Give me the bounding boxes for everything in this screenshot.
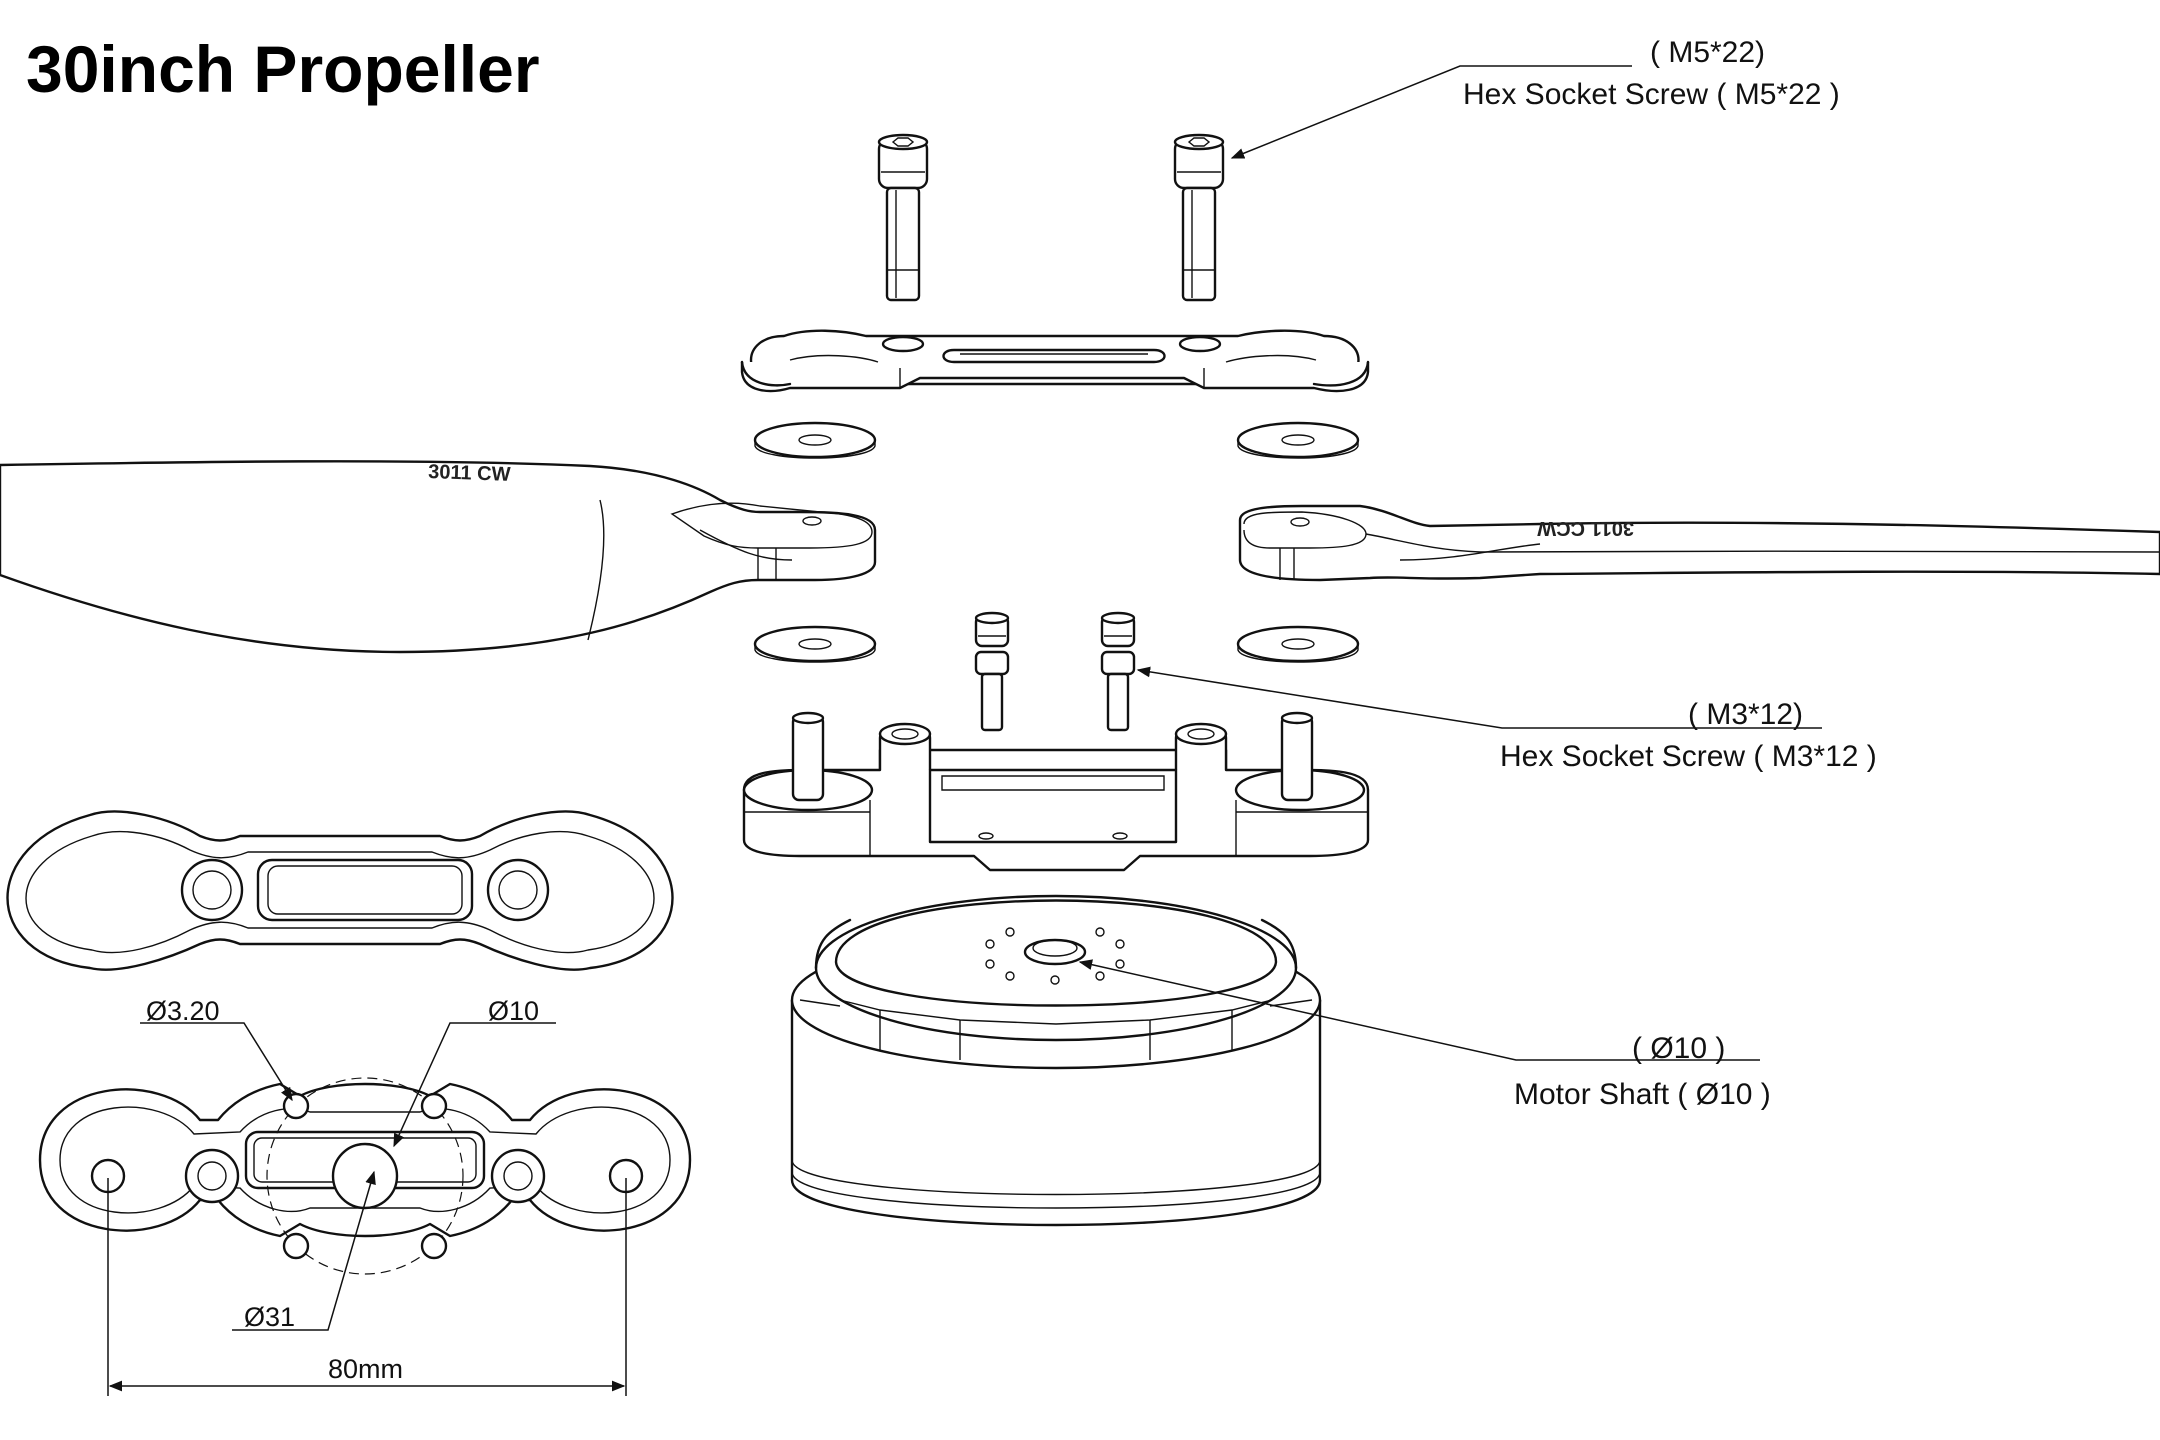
clamp-plate-top-view: [6, 810, 674, 971]
dimension-hole-small: Ø3.20: [140, 996, 293, 1102]
propeller-blade-left: 3011 CW: [0, 460, 877, 654]
blade-stamp-right: 3011 CCW: [1537, 517, 1634, 539]
m5-name-label: Hex Socket Screw ( M5*22 ): [1463, 78, 1840, 111]
dim-hole-small-label: Ø3.20: [146, 996, 220, 1026]
washer-upper-left: [753, 421, 877, 459]
propeller-blade-right: 3011 CCW: [1238, 504, 2160, 582]
hub-base: [742, 711, 1370, 872]
m3-screw-callout: ( M3*12) Hex Socket Screw ( M3*12 ): [1136, 666, 1877, 773]
m3-name-label: Hex Socket Screw ( M3*12 ): [1500, 740, 1877, 773]
m5-screw-right: [1173, 133, 1225, 302]
m5-code-label: ( M5*22): [1650, 36, 1765, 69]
dimension-shaft-hole: Ø10: [393, 996, 556, 1148]
page-title: 30inch Propeller: [26, 32, 540, 106]
dimension-hole-spacing: 80mm: [107, 1178, 627, 1396]
hub-bottom-view: [38, 1077, 692, 1275]
shaft-name-label: Motor Shaft ( Ø10 ): [1514, 1078, 1771, 1111]
blade-stamp-left: 3011 CW: [428, 461, 511, 486]
washer-lower-left: [753, 625, 877, 663]
dim-bolt-circle-label: Ø31: [244, 1302, 295, 1332]
dim-shaft-hole-label: Ø10: [488, 996, 539, 1026]
dim-hole-spacing-label: 80mm: [328, 1354, 403, 1384]
washer-upper-right: [1236, 421, 1360, 459]
dimension-bolt-circle: Ø31: [232, 1170, 376, 1332]
m3-code-label: ( M3*12): [1688, 698, 1803, 731]
motor-shaft-callout: ( Ø10 ) Motor Shaft ( Ø10 ): [1078, 959, 1771, 1111]
washer-lower-right: [1236, 625, 1360, 663]
brushless-motor: [790, 894, 1322, 1227]
shaft-code-label: ( Ø10 ): [1632, 1032, 1725, 1065]
m3-screw-left: [974, 611, 1010, 732]
m3-screw-right: [1100, 611, 1136, 732]
top-clamp-plate: [740, 329, 1370, 393]
m5-screw-left: [877, 133, 929, 302]
m5-screw-callout: ( M5*22) Hex Socket Screw ( M5*22 ): [1230, 36, 1840, 159]
